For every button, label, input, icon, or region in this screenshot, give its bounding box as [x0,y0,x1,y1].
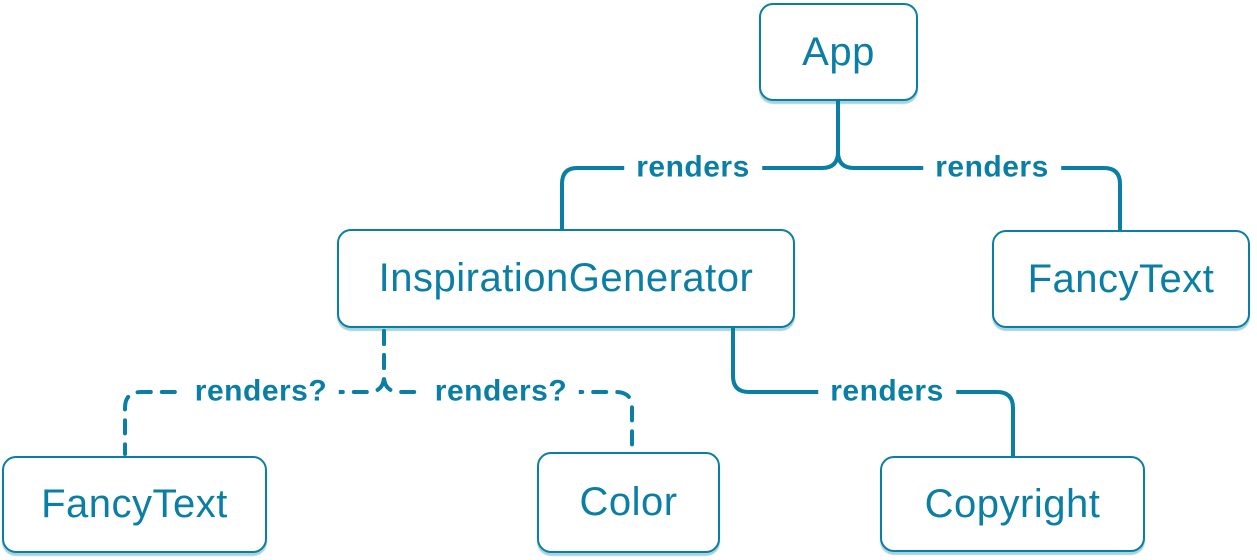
node-color: Color [537,452,720,553]
node-fancy-text-bottom-label: FancyText [41,482,228,526]
node-fancy-text-top-label: FancyText [1027,256,1215,301]
node-inspiration-generator: InspirationGenerator [337,229,795,328]
node-copyright-label: Copyright [924,481,1101,526]
edge-label-renders-left: renders [624,150,762,184]
node-app-label: App [802,29,875,74]
node-color-label: Color [579,480,678,524]
edge-label-renders-maybe-right: renders? [422,374,580,408]
node-inspiration-generator-label: InspirationGenerator [378,256,754,300]
node-fancy-text-bottom: FancyText [2,456,267,553]
edge-label-renders-copyright: renders [818,374,956,408]
edge-label-renders-right: renders [923,150,1061,184]
node-app: App [759,3,918,101]
node-fancy-text-top: FancyText [992,230,1250,328]
node-copyright: Copyright [880,456,1145,552]
edge-label-renders-maybe-left: renders? [182,374,340,408]
